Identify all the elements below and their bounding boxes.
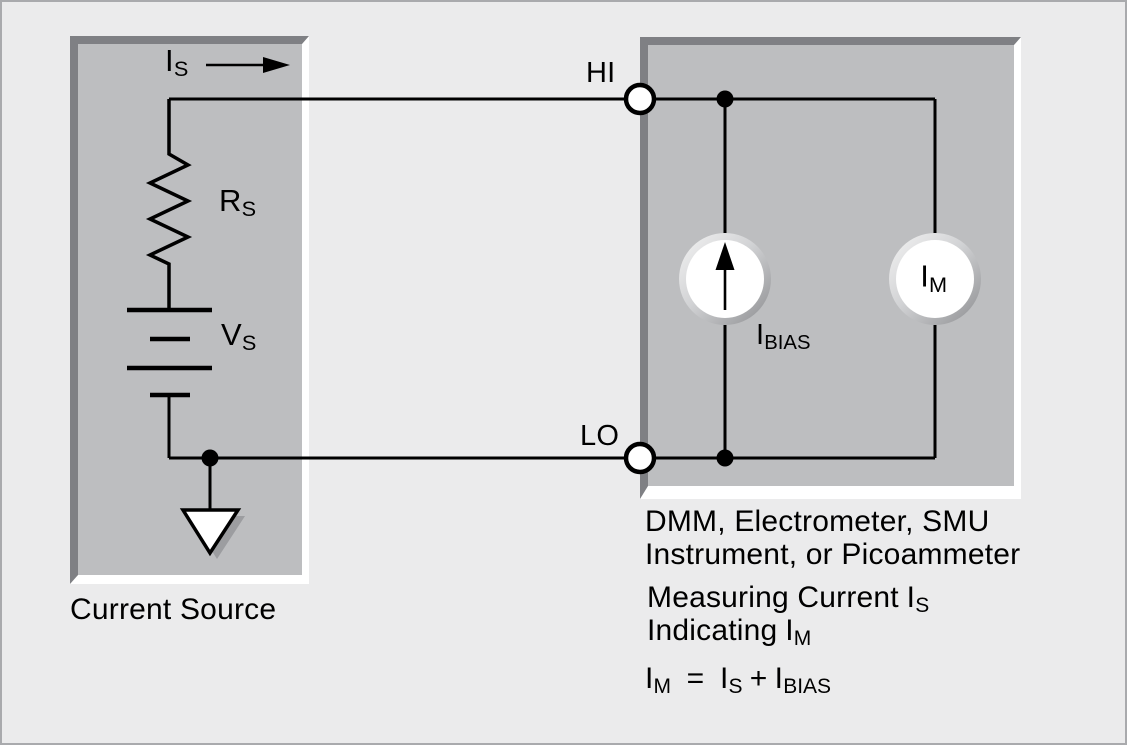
lo-label: LO bbox=[580, 420, 620, 452]
instrument-box bbox=[640, 37, 1021, 499]
current-source-caption: Current Source bbox=[70, 593, 277, 626]
im-label: IM bbox=[920, 258, 948, 297]
instrument-caption-line1: DMM, Electrometer, SMU bbox=[645, 505, 990, 538]
is-label: IS bbox=[165, 43, 189, 82]
vs-label: VS bbox=[221, 317, 257, 356]
current-source-box bbox=[70, 36, 309, 584]
hi-label: HI bbox=[586, 57, 616, 89]
equation: IM=IS+IBIAS bbox=[645, 662, 832, 699]
instrument-caption-line2: Instrument, or Picoammeter bbox=[645, 538, 1021, 571]
ibias-label: IBIAS bbox=[756, 319, 811, 354]
rs-label: RS bbox=[219, 183, 257, 222]
instrument-caption: DMM, Electrometer, SMU Instrument, or Pi… bbox=[645, 505, 1020, 571]
